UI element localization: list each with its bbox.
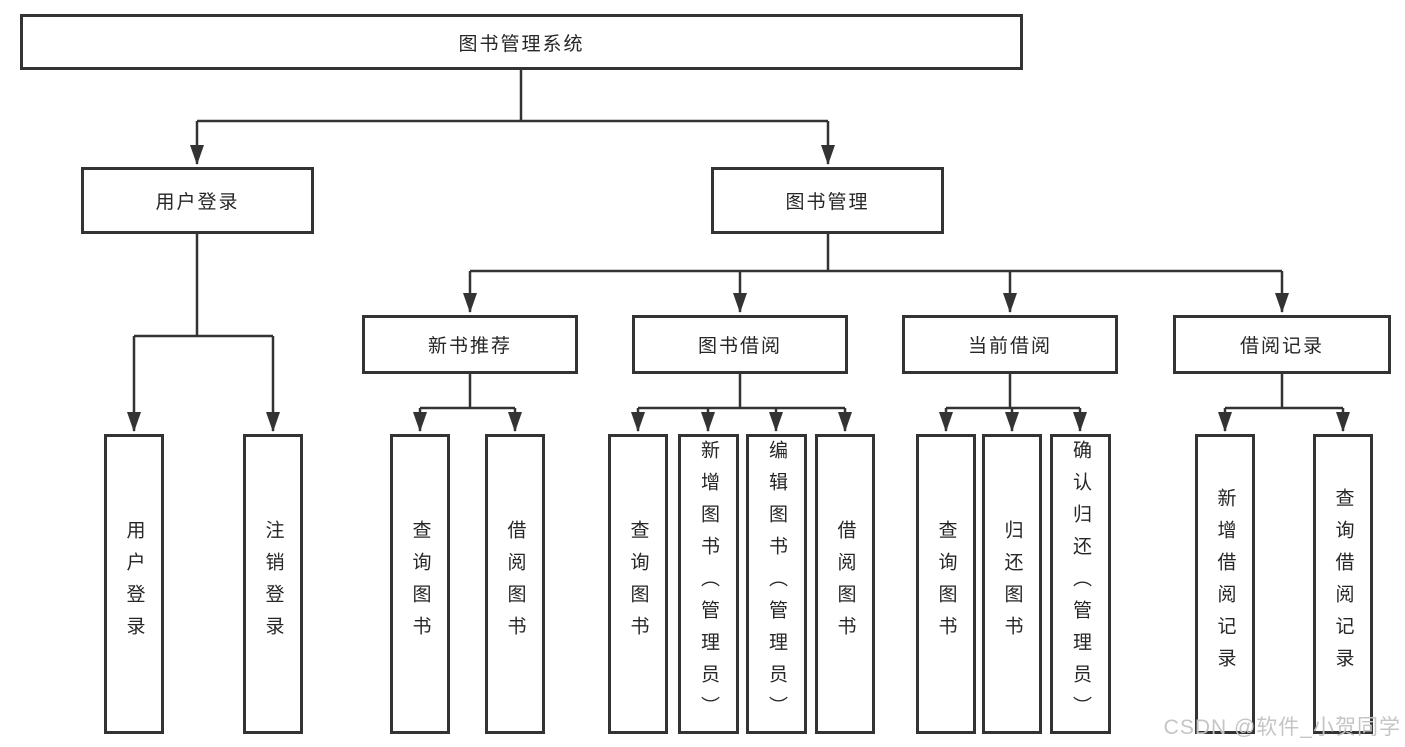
- csdn-watermark: CSDN @软件_小贺同学: [1163, 716, 1401, 739]
- node-label: 图书借阅: [697, 336, 782, 357]
- leaf-label: 查询借阅记录: [1332, 488, 1354, 680]
- leaf-label: 查询图书: [409, 520, 431, 648]
- node-library-management-system: 图书管理系统: [20, 14, 1023, 70]
- leaf-current-confirm-return-admin: 确认归还（管理员）: [1050, 434, 1111, 734]
- leaf-records-query-borrow-record: 查询借阅记录: [1313, 434, 1373, 734]
- leaf-user-login: 用户登录: [104, 434, 164, 734]
- node-label: 图书管理系统: [458, 33, 585, 55]
- leaf-label: 查询图书: [627, 520, 649, 648]
- leaf-borrowing-add-books-admin: 新增图书（管理员）: [678, 434, 739, 734]
- leaf-label: 新增借阅记录: [1214, 488, 1236, 680]
- leaf-label: 用户登录: [123, 520, 145, 648]
- leaf-label: 借阅图书: [834, 520, 856, 648]
- node-label: 图书管理: [785, 192, 870, 213]
- node-label: 用户登录: [155, 192, 240, 213]
- leaf-label: 编辑图书（管理员）: [766, 440, 787, 728]
- leaf-label: 归还图书: [1001, 520, 1023, 648]
- node-borrowing-records: 借阅记录: [1173, 315, 1391, 374]
- leaf-label: 新增图书（管理员）: [698, 440, 719, 728]
- leaf-borrowing-query-books: 查询图书: [608, 434, 668, 734]
- node-book-borrowing: 图书借阅: [632, 315, 848, 374]
- leaf-borrowing-borrow-books: 借阅图书: [815, 434, 875, 734]
- leaf-label: 借阅图书: [504, 520, 526, 648]
- leaf-current-return-books: 归还图书: [982, 434, 1042, 734]
- leaf-label: 注销登录: [262, 520, 284, 648]
- node-user-login: 用户登录: [81, 167, 314, 234]
- node-label: 新书推荐: [427, 336, 512, 357]
- node-current-borrowing: 当前借阅: [902, 315, 1118, 374]
- node-label: 当前借阅: [967, 336, 1052, 357]
- leaf-borrowing-edit-books-admin: 编辑图书（管理员）: [746, 434, 807, 734]
- node-new-book-recommendation: 新书推荐: [362, 315, 578, 374]
- leaf-recommend-query-books: 查询图书: [390, 434, 450, 734]
- leaf-recommend-borrow-books: 借阅图书: [485, 434, 545, 734]
- leaf-label: 确认归还（管理员）: [1070, 440, 1091, 728]
- node-label: 借阅记录: [1239, 336, 1324, 357]
- leaf-records-add-borrow-record: 新增借阅记录: [1195, 434, 1255, 734]
- node-book-management: 图书管理: [711, 167, 944, 234]
- leaf-logout: 注销登录: [243, 434, 303, 734]
- leaf-current-query-books: 查询图书: [916, 434, 976, 734]
- leaf-label: 查询图书: [935, 520, 957, 648]
